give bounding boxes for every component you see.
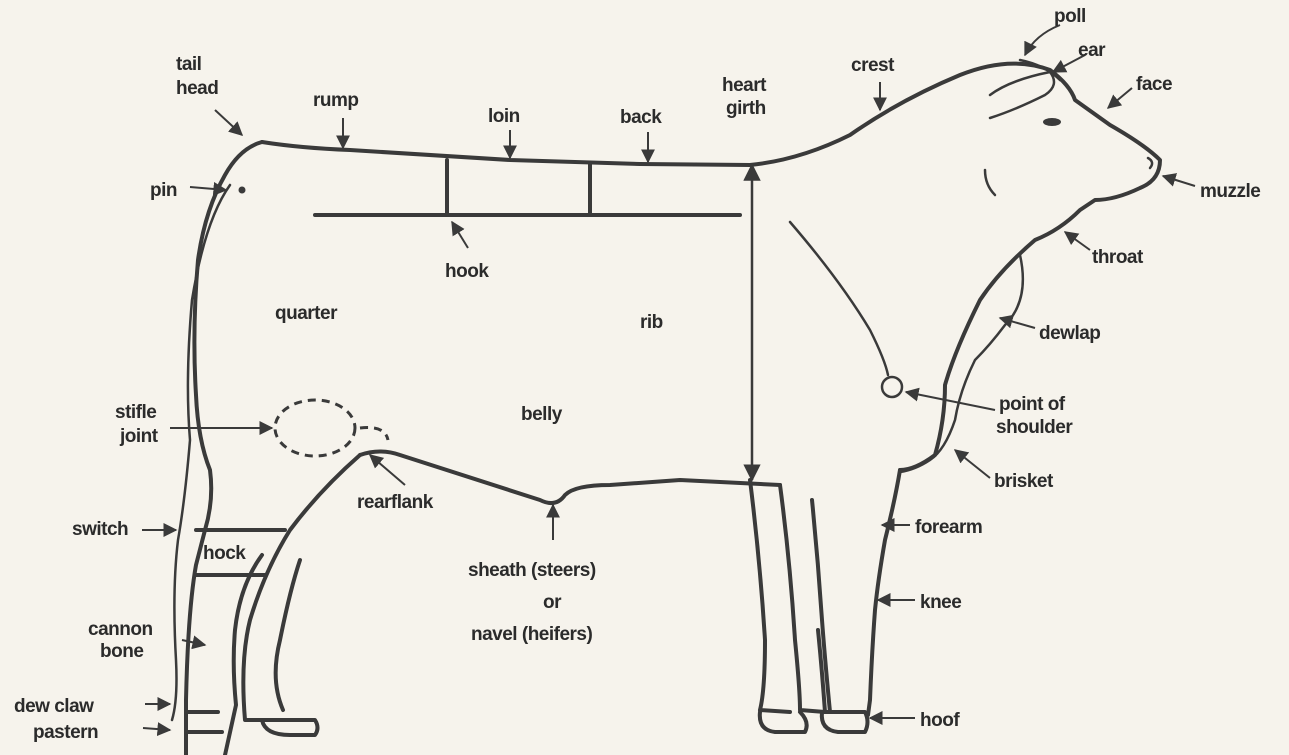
- label-belly: belly: [521, 404, 563, 425]
- label-hock: hock: [203, 543, 246, 564]
- labels: tail head rump loin back heart girth cre…: [14, 6, 1260, 743]
- label-throat: throat: [1092, 247, 1144, 268]
- label-arrows: [142, 25, 1195, 730]
- label-sheath: sheath (steers): [468, 560, 596, 581]
- label-crest: crest: [851, 55, 895, 76]
- label-head: head: [176, 78, 218, 99]
- label-rump: rump: [313, 90, 359, 111]
- label-pastern: pastern: [33, 722, 98, 743]
- label-cannon: cannon: [88, 619, 153, 640]
- label-knee: knee: [920, 592, 961, 613]
- label-face: face: [1136, 74, 1172, 95]
- label-tail: tail: [176, 54, 201, 75]
- label-navel: navel (heifers): [471, 624, 592, 645]
- label-shoulder: shoulder: [996, 417, 1073, 438]
- label-poll: poll: [1054, 6, 1086, 27]
- label-girth: girth: [726, 98, 766, 119]
- label-stifle: stifle: [115, 402, 156, 423]
- label-forearm: forearm: [915, 517, 982, 538]
- label-brisket: brisket: [994, 471, 1054, 492]
- label-dewlap: dewlap: [1039, 323, 1100, 344]
- label-rib: rib: [640, 312, 663, 333]
- label-ear: ear: [1078, 40, 1106, 61]
- label-back: back: [620, 107, 662, 128]
- label-quarter: quarter: [275, 303, 338, 324]
- label-bone: bone: [100, 641, 143, 662]
- label-hoof: hoof: [920, 710, 960, 731]
- label-loin: loin: [488, 106, 520, 127]
- label-heart: heart: [722, 75, 767, 96]
- label-switch: switch: [72, 519, 128, 540]
- label-muzzle: muzzle: [1200, 181, 1260, 202]
- label-rearflank: rearflank: [357, 492, 434, 513]
- label-point-of: point of: [999, 394, 1066, 415]
- label-pin: pin: [150, 180, 177, 201]
- label-dew-claw: dew claw: [14, 696, 94, 717]
- label-or: or: [543, 592, 562, 613]
- label-hook: hook: [445, 261, 489, 282]
- label-joint: joint: [119, 426, 159, 447]
